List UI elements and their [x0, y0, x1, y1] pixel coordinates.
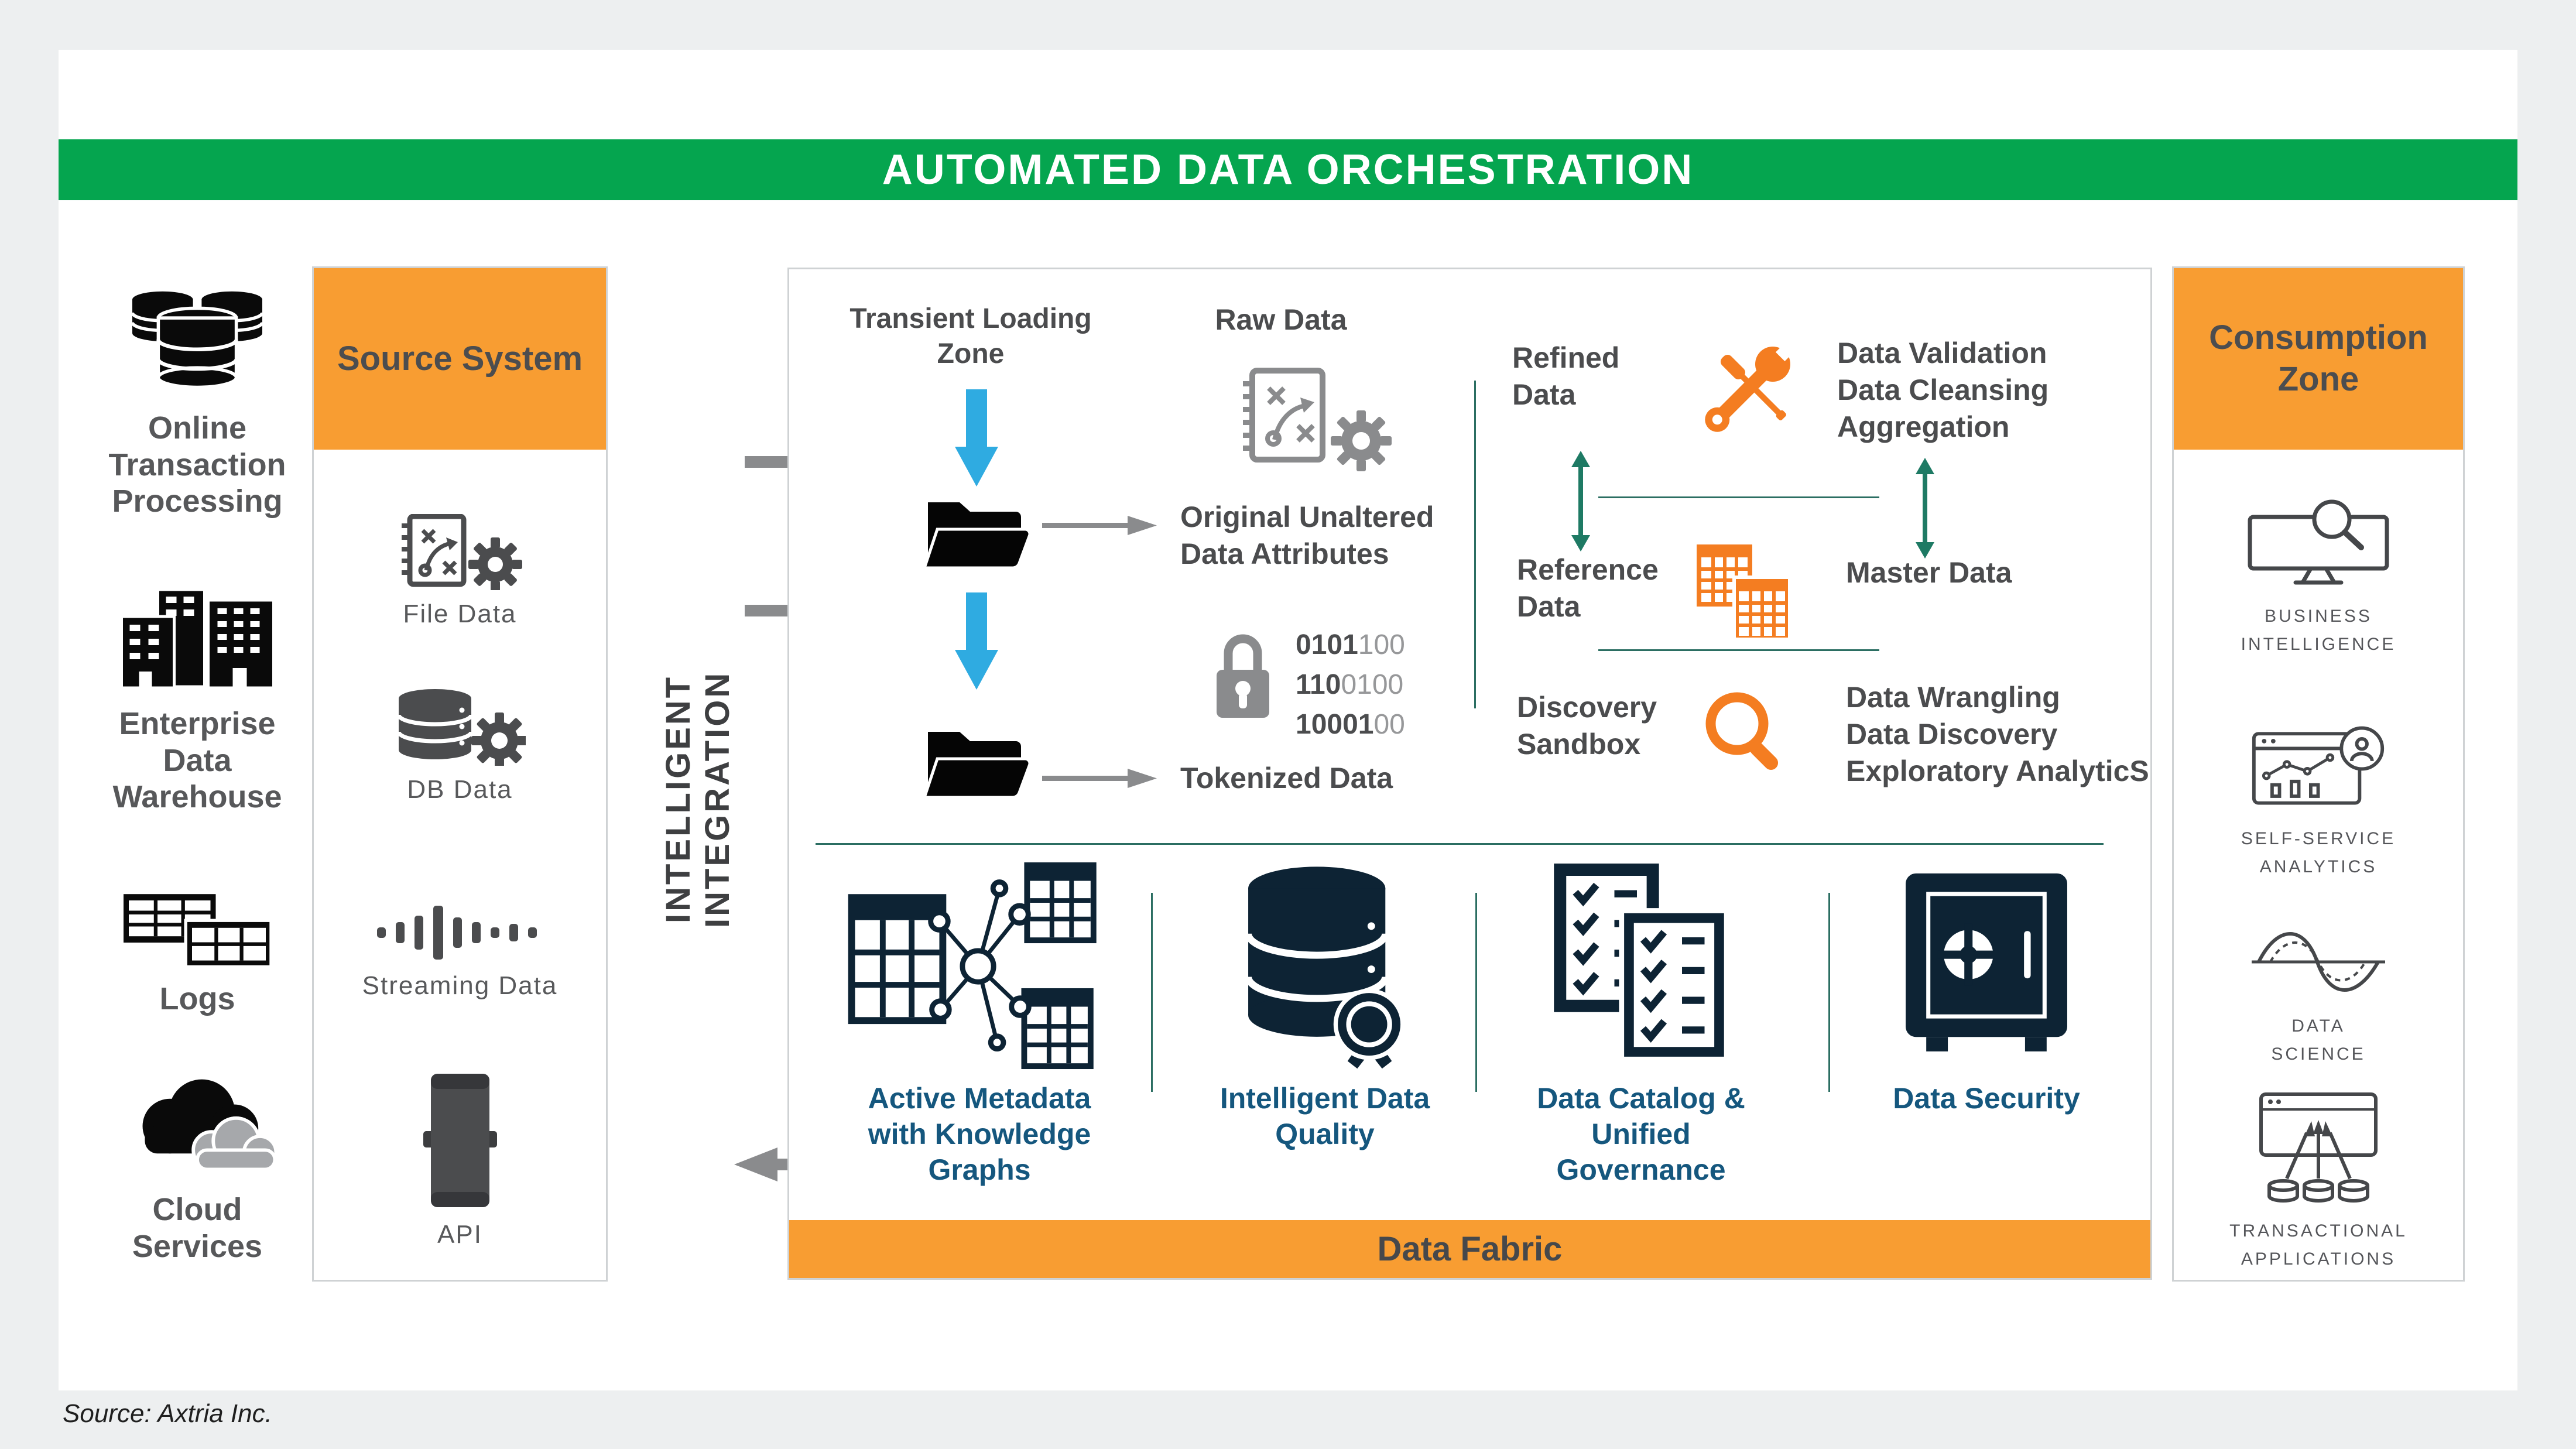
source-item-api: API: [314, 1070, 606, 1249]
lock-icon: [1211, 621, 1275, 726]
knowledge-graph-icon: [848, 862, 1097, 1069]
tokenized-data-label: Tokenized Data: [1180, 762, 1393, 794]
consumption-item-ds: DATA SCIENCE: [2174, 921, 2463, 1068]
data-fabric-bar: Data Fabric: [789, 1220, 2150, 1278]
source-system-box: Source System: [312, 266, 608, 1282]
consumption-item-ta-label: TRANSACTIONAL APPLICATIONS: [2229, 1221, 2407, 1269]
transient-loading-zone-title: Transient Loading Zone: [849, 303, 1092, 370]
database-award-icon: [1245, 866, 1405, 1068]
source-item-streaming-label: Streaming Data: [362, 971, 558, 1000]
tools-icon: [1694, 340, 1799, 445]
magnifier-icon: [1700, 686, 1793, 783]
orchestration-box: Transient Loading Zone Raw Data Original…: [787, 268, 2152, 1280]
divider-fabric-top: [816, 843, 2104, 845]
stream-bars-icon: [376, 906, 537, 960]
consumption-item-ds-label: DATA SCIENCE: [2271, 1016, 2366, 1064]
data-fabric-label: Data Fabric: [1377, 1230, 1563, 1268]
source-item-streaming: Streaming Data: [314, 903, 606, 1001]
fabric-item-active-metadata-label: Active Metadata with Knowledge Graphs: [868, 1082, 1091, 1186]
api-icon: [423, 1074, 497, 1207]
binary-line-3-rest: 00: [1373, 709, 1405, 741]
checklist-icon: [1554, 864, 1729, 1062]
original-unaltered-label: Original Unaltered Data Attributes: [1180, 501, 1434, 570]
data-wrangling-label: Data Wrangling Data Discovery Explorator…: [1846, 681, 2149, 787]
consumption-zone-header: Consumption Zone: [2174, 268, 2463, 450]
fabric-divider-2: [1475, 893, 1477, 1092]
binary-code-text: 0101100 1100100 1000100: [1296, 625, 1405, 745]
monitor-search-icon: [2248, 499, 2389, 585]
title-banner: AUTOMATED DATA ORCHESTRATION: [59, 139, 2517, 200]
dashboard-user-icon: [2252, 726, 2384, 805]
app-sync-icon: [2259, 1092, 2378, 1203]
connector-arrow-2: [1042, 766, 1159, 790]
divider-reference-discovery: [1598, 649, 1879, 651]
source-system-header: Source System: [314, 268, 606, 450]
divider-refined-reference: [1598, 496, 1879, 498]
source-item-db-data-label: DB Data: [407, 775, 513, 804]
source-attribution: Source: Axtria Inc.: [63, 1399, 272, 1428]
folder-icon-2: [921, 720, 1033, 800]
channel-oltp: Online Transaction Processing: [63, 290, 332, 520]
buildings-icon: [119, 588, 275, 690]
raw-data-title: Raw Data: [1215, 303, 1347, 336]
refined-data-label: Refined Data: [1512, 341, 1620, 411]
binary-line-1-bold: 0101: [1296, 629, 1358, 660]
fabric-item-data-catalog-label: Data Catalog & Unified Governance: [1537, 1082, 1745, 1186]
consumption-item-bi: BUSINESS INTELLIGENCE: [2174, 499, 2463, 659]
channel-logs: Logs: [63, 890, 332, 1018]
fabric-divider-3: [1828, 893, 1830, 1092]
safe-icon: [1906, 873, 2067, 1051]
file-gear-icon: [402, 514, 522, 590]
channel-cloud: Cloud Services: [63, 1071, 332, 1265]
fabric-item-data-quality-label: Intelligent Data Quality: [1220, 1082, 1430, 1150]
consumption-item-ta: TRANSACTIONAL APPLICATIONS: [2174, 1091, 2463, 1273]
binary-line-2-rest: 0100: [1341, 669, 1404, 701]
raw-data-doc-gear-icon: [1237, 366, 1395, 474]
binary-line-2-bold: 110: [1296, 669, 1341, 701]
blue-down-arrow-2: [955, 592, 998, 690]
log-tables-icon: [124, 894, 273, 969]
discovery-sandbox-label: Discovery Sandbox: [1517, 691, 1657, 761]
fabric-divider-1: [1151, 893, 1153, 1092]
channel-cloud-label: Cloud Services: [132, 1192, 263, 1264]
source-item-api-label: API: [437, 1220, 482, 1249]
connector-arrow-1: [1042, 513, 1159, 537]
data-validation-label: Data Validation Data Cleansing Aggregati…: [1837, 337, 2049, 443]
folder-icon-1: [921, 491, 1033, 570]
fabric-item-data-quality: Intelligent Data Quality: [1187, 861, 1462, 1152]
source-item-db-data: DB Data: [314, 687, 606, 804]
database-stack-icon: [131, 291, 264, 389]
binary-line-1-rest: 100: [1358, 629, 1405, 660]
channel-oltp-label: Online Transaction Processing: [108, 410, 286, 519]
fabric-item-data-catalog: Data Catalog & Unified Governance: [1509, 861, 1773, 1188]
reference-data-label: Reference Data: [1517, 553, 1659, 623]
binary-line-3-bold: 10001: [1296, 709, 1374, 741]
double-arrow-right: [1913, 458, 1937, 559]
double-arrow-left: [1569, 451, 1592, 551]
page-title: AUTOMATED DATA ORCHESTRATION: [882, 146, 1694, 193]
fabric-item-data-security-label: Data Security: [1893, 1082, 2080, 1115]
consumption-item-ssa-label: SELF-SERVICE ANALYTICS: [2241, 829, 2396, 876]
sine-wave-icon: [2252, 932, 2385, 992]
channel-logs-label: Logs: [159, 981, 235, 1016]
cloud-icon: [142, 1079, 278, 1171]
blue-down-arrow-1: [955, 389, 998, 487]
consumption-item-bi-label: BUSINESS INTELLIGENCE: [2241, 607, 2396, 654]
master-data-label: Master Data: [1846, 556, 2012, 589]
channel-edw-label: Enterprise Data Warehouse: [112, 706, 282, 815]
intelligent-integration-label: INTELLIGENT INTEGRATION: [659, 670, 737, 928]
source-item-file-data-label: File Data: [403, 600, 517, 628]
divider-raw-refined: [1474, 381, 1476, 708]
channel-edw: Enterprise Data Warehouse: [63, 583, 332, 816]
source-item-file-data: File Data: [314, 514, 606, 629]
fabric-item-data-security: Data Security: [1840, 861, 2133, 1116]
consumption-zone-box: Consumption Zone BUSINESS INTELLIGENCE: [2172, 266, 2465, 1282]
consumption-item-ssa: SELF-SERVICE ANALYTICS: [2174, 719, 2463, 881]
fabric-item-active-metadata: Active Metadata with Knowledge Graphs: [813, 861, 1146, 1188]
database-gear-icon: [396, 689, 526, 766]
master-data-grid-icon: [1697, 539, 1793, 644]
